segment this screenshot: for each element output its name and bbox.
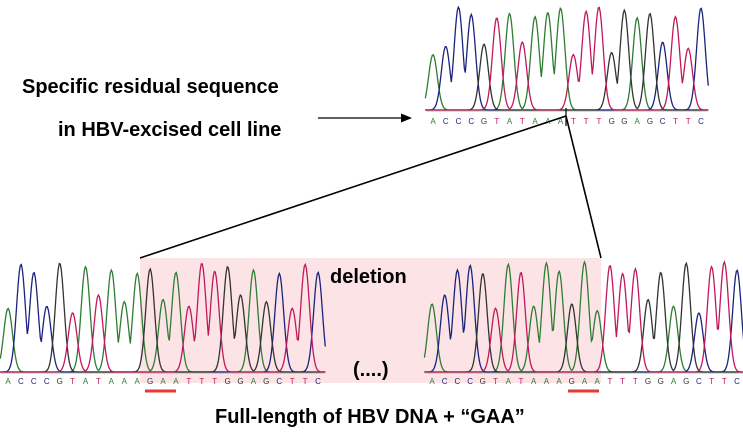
base-call: C bbox=[660, 117, 666, 126]
ellipsis-label: (....) bbox=[353, 359, 389, 381]
base-call: T bbox=[607, 377, 612, 386]
bottom-right-chromatogram bbox=[423, 260, 743, 374]
base-call: C bbox=[443, 117, 449, 126]
base-call: T bbox=[722, 377, 727, 386]
base-call: A bbox=[5, 377, 11, 386]
base-call: A bbox=[83, 377, 89, 386]
trace-G-line bbox=[425, 8, 709, 111]
base-call: C bbox=[734, 377, 740, 386]
base-call: A bbox=[429, 377, 435, 386]
base-call: G bbox=[481, 117, 487, 126]
base-call: G bbox=[57, 377, 63, 386]
base-call: T bbox=[290, 377, 295, 386]
base-call: T bbox=[620, 377, 625, 386]
base-call: T bbox=[494, 117, 499, 126]
base-call: C bbox=[696, 377, 702, 386]
base-call: G bbox=[658, 377, 664, 386]
base-call: T bbox=[571, 117, 576, 126]
base-call: A bbox=[556, 377, 562, 386]
base-call: A bbox=[595, 377, 601, 386]
base-call: A bbox=[635, 117, 641, 126]
residual-sequence-title-line2: in HBV-excised cell line bbox=[58, 119, 282, 141]
base-call: T bbox=[596, 117, 601, 126]
top-chromatogram bbox=[424, 5, 709, 112]
base-call: A bbox=[532, 117, 538, 126]
base-call: G bbox=[609, 117, 615, 126]
base-call: C bbox=[468, 117, 474, 126]
base-call: G bbox=[480, 377, 486, 386]
base-call: T bbox=[633, 377, 638, 386]
base-call: A bbox=[558, 117, 564, 126]
base-call: A bbox=[506, 377, 512, 386]
base-call: A bbox=[544, 377, 550, 386]
base-call: T bbox=[186, 377, 191, 386]
base-call: A bbox=[251, 377, 257, 386]
base-call: C bbox=[18, 377, 24, 386]
base-call: A bbox=[160, 377, 166, 386]
base-call: T bbox=[520, 117, 525, 126]
base-call: C bbox=[315, 377, 321, 386]
zoom-line-left bbox=[139, 115, 567, 259]
base-call: A bbox=[582, 377, 588, 386]
trace-T-line bbox=[424, 260, 743, 373]
base-call: G bbox=[237, 377, 243, 386]
zoom-line-right bbox=[565, 115, 602, 259]
base-call: T bbox=[493, 377, 498, 386]
base-call: T bbox=[303, 377, 308, 386]
full-length-label: Full-length of HBV DNA + “GAA” bbox=[215, 406, 525, 428]
base-call: G bbox=[263, 377, 269, 386]
base-call: T bbox=[199, 377, 204, 386]
trace-T-line bbox=[425, 6, 709, 111]
residual-sequence-title-line1: Specific residual sequence bbox=[22, 76, 279, 98]
trace-G-line bbox=[0, 262, 326, 373]
base-call: G bbox=[621, 117, 627, 126]
base-call: T bbox=[673, 117, 678, 126]
deletion-label: deletion bbox=[330, 266, 407, 288]
base-call: G bbox=[683, 377, 689, 386]
base-call: T bbox=[96, 377, 101, 386]
base-call: A bbox=[173, 377, 179, 386]
base-call: T bbox=[686, 117, 691, 126]
base-call: A bbox=[109, 377, 115, 386]
top-base-calls: ACCCGTATAAATTTGGAGCTTC bbox=[430, 117, 704, 126]
base-call: A bbox=[671, 377, 677, 386]
base-call: C bbox=[455, 377, 461, 386]
base-call: T bbox=[584, 117, 589, 126]
base-call: G bbox=[647, 117, 653, 126]
base-call: A bbox=[531, 377, 537, 386]
base-call: C bbox=[456, 117, 462, 126]
base-call: A bbox=[430, 117, 436, 126]
base-call: C bbox=[442, 377, 448, 386]
base-call: G bbox=[147, 377, 153, 386]
trace-T-line bbox=[0, 262, 326, 373]
base-call: C bbox=[31, 377, 37, 386]
bottom-left-chromatogram bbox=[0, 262, 326, 374]
base-call: A bbox=[122, 377, 128, 386]
trace-G-line bbox=[424, 261, 743, 373]
base-call: G bbox=[645, 377, 651, 386]
base-call: T bbox=[212, 377, 217, 386]
base-call: T bbox=[709, 377, 714, 386]
base-call: G bbox=[224, 377, 230, 386]
base-call: A bbox=[135, 377, 141, 386]
base-call: C bbox=[44, 377, 50, 386]
base-call: A bbox=[507, 117, 513, 126]
base-call: C bbox=[276, 377, 282, 386]
base-call: G bbox=[569, 377, 575, 386]
base-call: T bbox=[70, 377, 75, 386]
base-call: C bbox=[467, 377, 473, 386]
base-call: C bbox=[698, 117, 704, 126]
base-call: T bbox=[519, 377, 524, 386]
arrow-head bbox=[401, 113, 412, 123]
